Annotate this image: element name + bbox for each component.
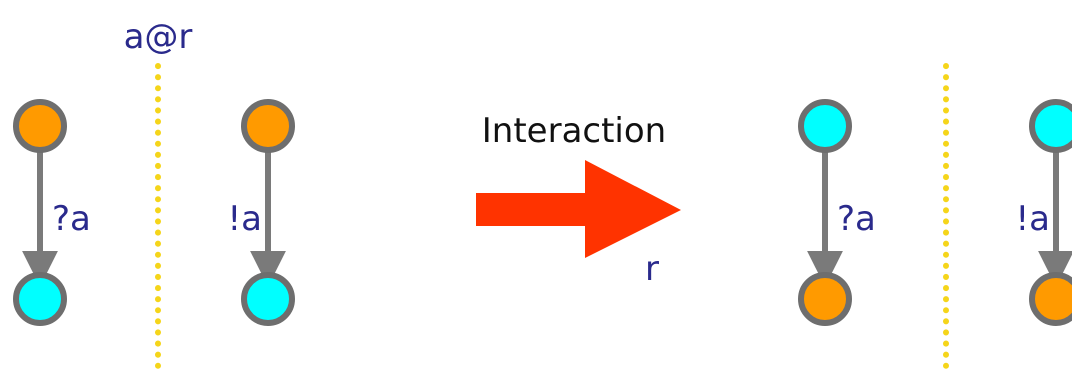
after-left-bottom-node bbox=[798, 272, 852, 326]
reduction-label: r bbox=[645, 249, 659, 289]
after-left-action-label: ?a bbox=[837, 199, 876, 239]
before-left-top-node bbox=[13, 99, 67, 153]
before-left-bottom-node bbox=[13, 272, 67, 326]
before-left-process: ?a bbox=[13, 99, 91, 326]
interaction-label: Interaction bbox=[482, 111, 666, 151]
before-right-top-node bbox=[241, 99, 295, 153]
before-left-action-label: ?a bbox=[52, 199, 91, 239]
interaction-arrow bbox=[476, 160, 681, 258]
after-right-action-label: !a bbox=[1016, 199, 1050, 239]
after-right-top-node bbox=[1029, 99, 1072, 153]
after-right-bottom-node bbox=[1029, 272, 1072, 326]
before-right-action-label: !a bbox=[228, 199, 262, 239]
before-right-process: !a bbox=[228, 99, 295, 326]
channel-label: a@r bbox=[124, 17, 193, 57]
before-right-bottom-node bbox=[241, 272, 295, 326]
after-left-top-node bbox=[798, 99, 852, 153]
after-left-process: ?a bbox=[798, 99, 876, 326]
after-right-process: !a bbox=[1016, 99, 1072, 326]
